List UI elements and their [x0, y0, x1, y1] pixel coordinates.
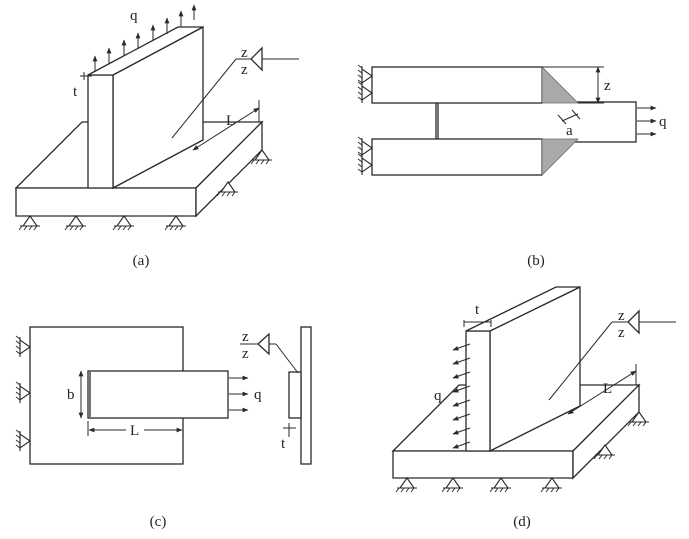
panel-a-support-icon — [64, 215, 87, 231]
panel-b-fillet-weld-top — [541, 66, 579, 104]
panel-b-support-icon — [357, 153, 373, 176]
panel-d-weld-symbol-icon — [548, 309, 676, 401]
panel-b-support-icon — [357, 64, 373, 87]
panel-c-load-label: q — [254, 387, 262, 403]
panel-b-support-icon — [357, 81, 373, 104]
panel-c-width-label: b — [67, 387, 75, 403]
panel-c-attached-plate — [87, 370, 229, 419]
panel-d: t q L z z (d) — [391, 285, 676, 530]
panel-d-weld-label-top: z — [618, 308, 625, 324]
panel-c-length-label: L — [130, 423, 139, 439]
panel-a-load-arrows — [92, 4, 197, 71]
panel-a-caption: (a) — [133, 253, 150, 269]
panel-b-fillet-weld-bottom — [541, 138, 579, 176]
panel-b-top-plate — [371, 66, 543, 104]
panel-b-load-label: q — [659, 114, 667, 130]
panel-a-weld-symbol-icon — [171, 46, 299, 139]
panel-a-support-icon — [112, 215, 135, 231]
panel-c-thickness-label: t — [281, 436, 286, 452]
panel-d-vertical-plate — [465, 285, 581, 453]
panel-a-support-icon — [164, 215, 187, 231]
panel-b-support-icon — [357, 136, 373, 159]
panel-b-center-plate — [437, 101, 637, 143]
panel-d-support-icon — [489, 477, 512, 493]
panel-a-length-label: L — [226, 113, 235, 129]
panel-d-length-label: L — [603, 381, 612, 397]
panel-a: q t L z z (a) — [14, 4, 299, 269]
panel-a-vertical-plate — [87, 25, 204, 190]
panel-a-load-label: q — [130, 8, 138, 24]
panel-a-thickness-label: t — [73, 84, 78, 100]
panel-c-weld-label-bottom: z — [242, 346, 249, 362]
panel-b-size-label: z — [604, 78, 611, 94]
panel-c-support-icon — [15, 429, 31, 452]
panel-c-support-icon — [15, 381, 31, 404]
panel-d-weld-label-bottom: z — [618, 325, 625, 341]
panel-a-weld-label-bottom: z — [241, 62, 248, 78]
panel-c-support-icon — [15, 335, 31, 358]
panel-d-support-icon — [540, 477, 563, 493]
panel-d-thickness-label: t — [475, 302, 480, 318]
panel-d-load-arrows — [452, 343, 471, 449]
panel-a-weld-label-top: z — [241, 45, 248, 61]
panel-a-support-icon — [18, 215, 41, 231]
panel-c-side-view-plate — [300, 326, 312, 465]
panel-d-support-icon — [441, 477, 464, 493]
panel-b-bottom-plate — [371, 138, 543, 176]
panel-b-caption: (b) — [527, 253, 545, 269]
panel-c-weld-label-top: z — [242, 329, 249, 345]
panel-d-load-label: q — [434, 388, 442, 404]
panel-c-side-view-attached — [288, 371, 302, 419]
panel-d-support-icon — [395, 477, 418, 493]
panel-b-load-arrows — [637, 105, 657, 137]
panel-c: b L q z z t (c) — [15, 326, 312, 530]
panel-b-throat-label: a — [566, 123, 573, 139]
panel-d-caption: (d) — [513, 514, 531, 530]
panel-c-weld-symbol-icon — [240, 332, 299, 374]
panel-c-caption: (c) — [150, 514, 167, 530]
panel-b: z a q (b) — [357, 64, 667, 269]
panel-c-load-arrows — [229, 375, 249, 413]
